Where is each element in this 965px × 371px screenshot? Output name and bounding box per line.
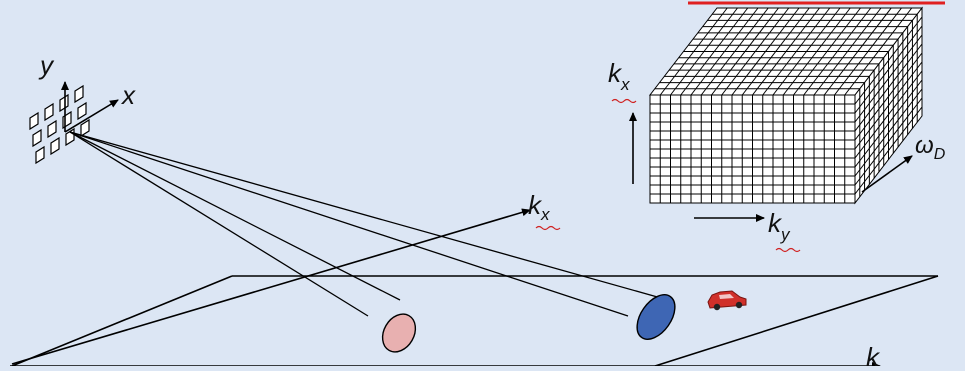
cube-grid-line [854, 61, 923, 150]
spell-underline [775, 247, 801, 253]
cube-axes [629, 112, 913, 222]
spell-underline [535, 225, 561, 231]
ky-cube-label: ky [768, 208, 791, 244]
cube-grid-line [854, 97, 923, 186]
cube-grid-line [854, 16, 923, 105]
kx-ground-label: kx [528, 190, 550, 224]
antenna-element [29, 111, 39, 131]
antenna-element [35, 145, 45, 165]
omega-label: ωD [915, 132, 946, 163]
cube-grid-line [854, 79, 923, 168]
data-cube [648, 6, 924, 205]
beam-footprint-blue [636, 294, 676, 340]
car-icon [707, 290, 747, 311]
cube-grid-line [854, 52, 923, 141]
array-axes [61, 81, 119, 133]
ky-ground-label: k [866, 342, 881, 366]
antenna-array-icon [29, 84, 90, 165]
antenna-element [47, 119, 57, 139]
cube-grid-line [854, 25, 923, 114]
cube-grid-line [854, 88, 923, 177]
spell-underline [611, 98, 637, 104]
y-axis-label: y [38, 50, 55, 80]
cube-grid-line [854, 43, 923, 132]
kx-ground-axis [11, 208, 531, 365]
antenna-element [80, 118, 90, 138]
antenna-element [77, 101, 87, 121]
antenna-element [44, 102, 54, 122]
antenna-element [74, 84, 84, 104]
radar-beams [69, 131, 669, 317]
x-axis-arrow [64, 99, 119, 133]
antenna-element [32, 128, 42, 148]
omega-arrow [861, 155, 913, 193]
beam-footprint-pink [381, 313, 417, 353]
cube-grid-line [854, 34, 923, 123]
cube-grid-line [854, 106, 923, 195]
kx-cube-label: kx [608, 58, 630, 94]
x-axis-label: x [120, 80, 136, 110]
cube-grid-line [854, 70, 923, 159]
antenna-element [50, 136, 60, 156]
